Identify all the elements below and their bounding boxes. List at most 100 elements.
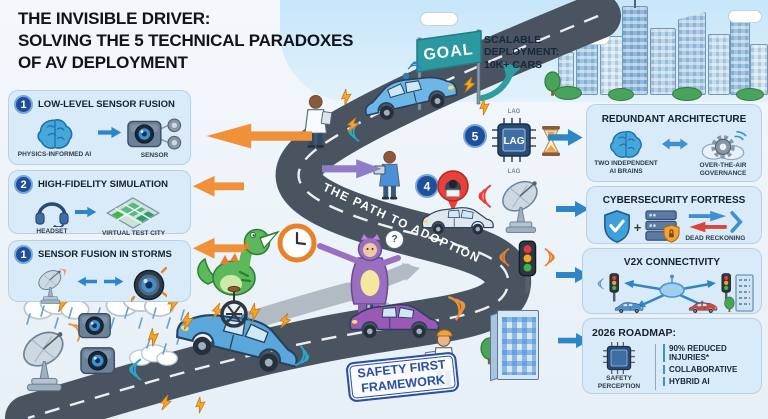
icon-caption: HEADSET <box>36 228 68 235</box>
icon-caption: DEAD RECKONING <box>685 235 746 242</box>
question-bubble: ? <box>385 230 404 249</box>
arrow-right-icon <box>74 206 97 218</box>
panel-low-level-sensor-fusion: 1 LOW-LEVEL SENSOR FUSION PHYSICS-INFORM… <box>8 90 191 165</box>
goal-text-line2: DEPLOYMENT: <box>484 46 560 59</box>
panel-sensor-fusion-in-storms: 1 SENSOR FUSION IN STORMS <box>8 240 191 304</box>
satellite-dish-icon <box>34 267 68 304</box>
paradox-5-badge <box>463 124 487 148</box>
arrow-right-icon <box>104 276 124 287</box>
paradox-2-badge: 2 <box>14 175 33 194</box>
panel-2026-roadmap: 2026 ROADMAP: SAFETY PERCEPTION 90% REDU… <box>582 318 762 394</box>
dead-reckoning-arrows-icon <box>689 210 744 233</box>
icon-caption: SAFETY PERCEPTION <box>597 375 641 390</box>
roadmap-bullet: COLLABORATIVE <box>663 364 755 375</box>
growth-arrow-head <box>503 62 521 81</box>
av-car-top-group <box>339 61 492 142</box>
signal-waves-icon <box>544 248 555 267</box>
panel-redundant-architecture: REDUNDANT ARCHITECTURE TWO INDEPENDENT A… <box>586 104 762 182</box>
v2x-hub-icon <box>659 282 685 298</box>
title-line3: OF AV DEPLOYMENT <box>18 52 188 72</box>
panel-v2x-connectivity: V2X CONNECTIVITY <box>582 248 762 314</box>
cloud <box>728 10 762 23</box>
arrow-both-icon <box>662 138 688 150</box>
paradox4-group: 4 <box>415 170 544 236</box>
antenna-dome <box>402 72 410 80</box>
arrow-right-icon <box>97 126 121 139</box>
panel-title: 2026 ROADMAP: <box>592 327 677 339</box>
goal-group: GOAL <box>416 29 521 111</box>
building <box>650 28 676 95</box>
blue-car-icon <box>614 302 644 314</box>
flag-pole <box>476 29 481 105</box>
icon-caption: SENSOR <box>140 152 169 159</box>
road-center-line <box>27 14 599 419</box>
lightning-icon <box>193 395 208 415</box>
camera-icon <box>78 312 111 339</box>
server-lock-icon <box>645 210 680 243</box>
panel-high-fidelity-simulation: 2 HIGH-FIDELITY SIMULATION HEADSET <box>8 170 191 237</box>
title-line2: SOLVING THE 5 TECHNICAL PARADOXES <box>18 30 354 50</box>
building <box>730 18 750 95</box>
flag-pole <box>417 37 422 111</box>
hacker-pin-icon <box>437 170 469 212</box>
roadmap-bullet: HYBRID AI <box>663 377 755 387</box>
panel-title: HIGH-FIDELITY SIMULATION <box>38 179 169 190</box>
panel-title: V2X CONNECTIVITY <box>623 257 721 268</box>
plus-sign: + <box>633 220 642 235</box>
safety-chip-icon <box>603 342 635 374</box>
sensor-icon <box>126 118 181 150</box>
virtual-city-map-icon <box>106 197 161 229</box>
hourglass-icon <box>542 126 560 156</box>
scalable-deployment-label: SCALABLE DEPLOYMENT: 10K+ CARS <box>484 34 574 71</box>
paradox-1b-badge: 1 <box>14 245 33 264</box>
paradox5-group: 5 LAG LAG LAG <box>463 109 560 175</box>
bush <box>554 86 582 100</box>
clock-icon <box>277 223 317 263</box>
divider <box>655 344 656 390</box>
badge-5-label: 5 <box>472 130 479 144</box>
question-mark: ? <box>391 234 398 245</box>
costume-person <box>317 234 401 316</box>
traffic-light-icon <box>609 273 619 302</box>
building <box>708 34 730 95</box>
camera-lens-icon <box>131 267 167 303</box>
antenna <box>634 0 636 8</box>
bush <box>736 88 764 101</box>
engineer-tablet <box>379 150 401 201</box>
tree-icon <box>724 296 735 313</box>
camera-icon <box>80 347 116 375</box>
page-title: THE INVISIBLE DRIVER: SOLVING THE 5 TECH… <box>18 8 354 73</box>
clipboard <box>320 111 333 126</box>
icon-caption: OVER-THE-AIR GOVERNANCE <box>699 162 747 177</box>
chip-caption-bottom: LAG <box>508 169 521 175</box>
badge-4-label: 4 <box>424 180 431 194</box>
v2x-scene <box>597 273 754 314</box>
icon-caption: VIRTUAL TEST CITY <box>101 230 166 237</box>
red-car-icon <box>688 302 718 314</box>
building <box>558 52 574 95</box>
panel-title: LOW-LEVEL SENSOR FUSION <box>38 99 175 110</box>
icon-caption: PHYSICS-INFORMED AI <box>17 151 92 158</box>
shield-check-icon <box>603 210 630 243</box>
satellite-dish-icon <box>496 174 544 234</box>
building <box>622 6 648 95</box>
city-skyline <box>550 0 768 101</box>
jamming-waves-icon <box>478 184 492 208</box>
goal-flag-label: GOAL <box>422 41 474 64</box>
paradox-1-badge: 1 <box>14 95 33 114</box>
storm-scene <box>16 286 185 392</box>
chip-label: LAG <box>503 136 524 147</box>
goal-text-line1: SCALABLE <box>484 34 542 46</box>
cloud <box>420 12 458 26</box>
goal-text-line3: 10K+ CARS <box>484 58 543 71</box>
title-line1: THE INVISIBLE DRIVER: <box>18 9 211 28</box>
arrow-to-panel3 <box>192 237 244 259</box>
bush <box>608 88 634 101</box>
panel-title: REDUNDANT ARCHITECTURE <box>601 114 747 125</box>
satellite-dish-icon <box>16 324 70 392</box>
goal-flag <box>416 30 482 73</box>
panel-title: SENSOR FUSION IN STORMS <box>38 249 172 260</box>
headset-icon <box>35 202 69 227</box>
